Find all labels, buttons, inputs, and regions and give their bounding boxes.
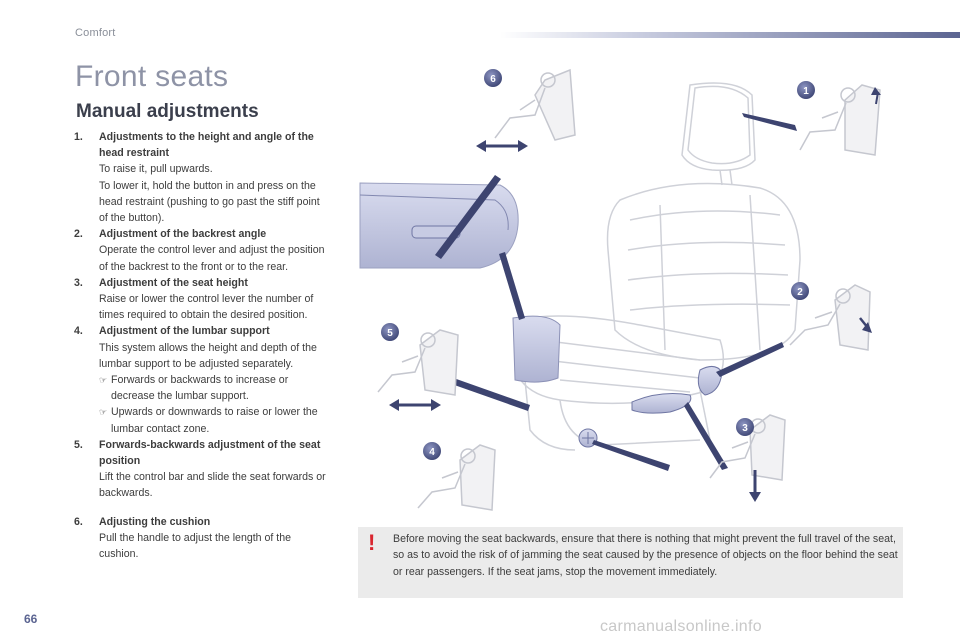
item-text: This system allows the height and depth … — [99, 341, 317, 370]
list-item-3: 3. Adjustment of the seat height Raise o… — [74, 275, 329, 324]
bullet-item: ☞ Forwards or backwards to increase or d… — [99, 372, 329, 404]
warning-text: Before moving the seat backwards, ensure… — [393, 533, 898, 578]
seat-outline — [514, 82, 801, 451]
callout-number: 6 — [490, 74, 496, 85]
callout-number: 5 — [387, 328, 393, 339]
list-item-6: 6. Adjusting the cushion Pull the handle… — [74, 514, 329, 563]
list-item-5: 5. Forwards-backwards adjustment of the … — [74, 437, 329, 502]
pointer-wedges — [435, 113, 797, 471]
item-number: 4. — [74, 325, 83, 338]
hand-pointer-icon: ☞ — [99, 407, 108, 418]
callout-badge — [484, 69, 502, 87]
item-number: 2. — [74, 228, 83, 241]
item-text: To raise it, pull upwards. — [99, 163, 213, 176]
callout-5: 5 — [381, 323, 399, 341]
bullet-text: Forwards or backwards to increase or dec… — [111, 374, 289, 403]
item-text: Operate the control lever and adjust the… — [99, 244, 325, 273]
callout-badge — [423, 442, 441, 460]
list-item-4: 4. Adjustment of the lumbar support This… — [74, 323, 329, 436]
header-bar — [500, 32, 960, 38]
item-title: Forwards-backwards adjustment of the sea… — [99, 438, 321, 468]
hand-pointer-icon: ☞ — [99, 375, 108, 386]
callout-number: 4 — [429, 447, 435, 458]
callout-number: 1 — [803, 86, 809, 97]
item-number: 3. — [74, 276, 83, 289]
item-title: Adjustment of the lumbar support — [99, 325, 270, 338]
callout-badge — [797, 81, 815, 99]
adjustment-list: 1. Adjustments to the height and angle o… — [74, 129, 329, 562]
bullet-text: Upwards or downwards to raise or lower t… — [111, 406, 318, 435]
item-text: Pull the handle to adjust the length of … — [99, 531, 292, 561]
item-title: Adjustment of the backrest angle — [99, 228, 267, 241]
item-title: Adjustment of the seat height — [99, 276, 248, 289]
watermark: carmanualsonline.info — [600, 618, 762, 635]
item-text: Lift the control bar and slide the seat … — [99, 471, 326, 500]
item-number: 5. — [74, 438, 83, 451]
item-text: To lower it, hold the button in and pres… — [99, 179, 320, 225]
item-number: 1. — [74, 131, 83, 143]
callout-2: 2 — [791, 282, 809, 300]
page-title: Front seats — [75, 60, 229, 93]
item-number: 6. — [74, 515, 83, 528]
callout-number: 3 — [742, 423, 748, 434]
seat-illustration: 6 1 2 5 3 4 — [359, 68, 881, 511]
page-number: 66 — [24, 612, 38, 626]
callout-badge — [736, 418, 754, 436]
callout-4: 4 — [423, 442, 441, 460]
item-text: Raise or lower the control lever the num… — [99, 293, 314, 322]
list-item-2: 2. Adjustment of the backrest angle Oper… — [74, 226, 329, 275]
mini-figures — [377, 68, 881, 511]
callout-badge — [791, 282, 809, 300]
list-item-1: 1. Adjustments to the height and angle o… — [74, 129, 329, 226]
section-subtitle: Manual adjustments — [76, 101, 259, 122]
callout-number: 2 — [797, 287, 803, 298]
warning-box — [358, 527, 903, 598]
callout-1: 1 — [797, 81, 815, 99]
adjust-arrows — [389, 87, 881, 502]
bullet-item: ☞ Upwards or downwards to raise or lower… — [99, 404, 329, 436]
callout-badge — [381, 323, 399, 341]
item-title: Adjusting the cushion — [99, 515, 211, 528]
callout-3: 3 — [736, 418, 754, 436]
item-title: Adjustments to the height and angle of t… — [99, 131, 314, 160]
callout-6: 6 — [484, 69, 502, 87]
section-label: Comfort — [75, 27, 116, 39]
warning-icon: ! — [368, 530, 376, 555]
